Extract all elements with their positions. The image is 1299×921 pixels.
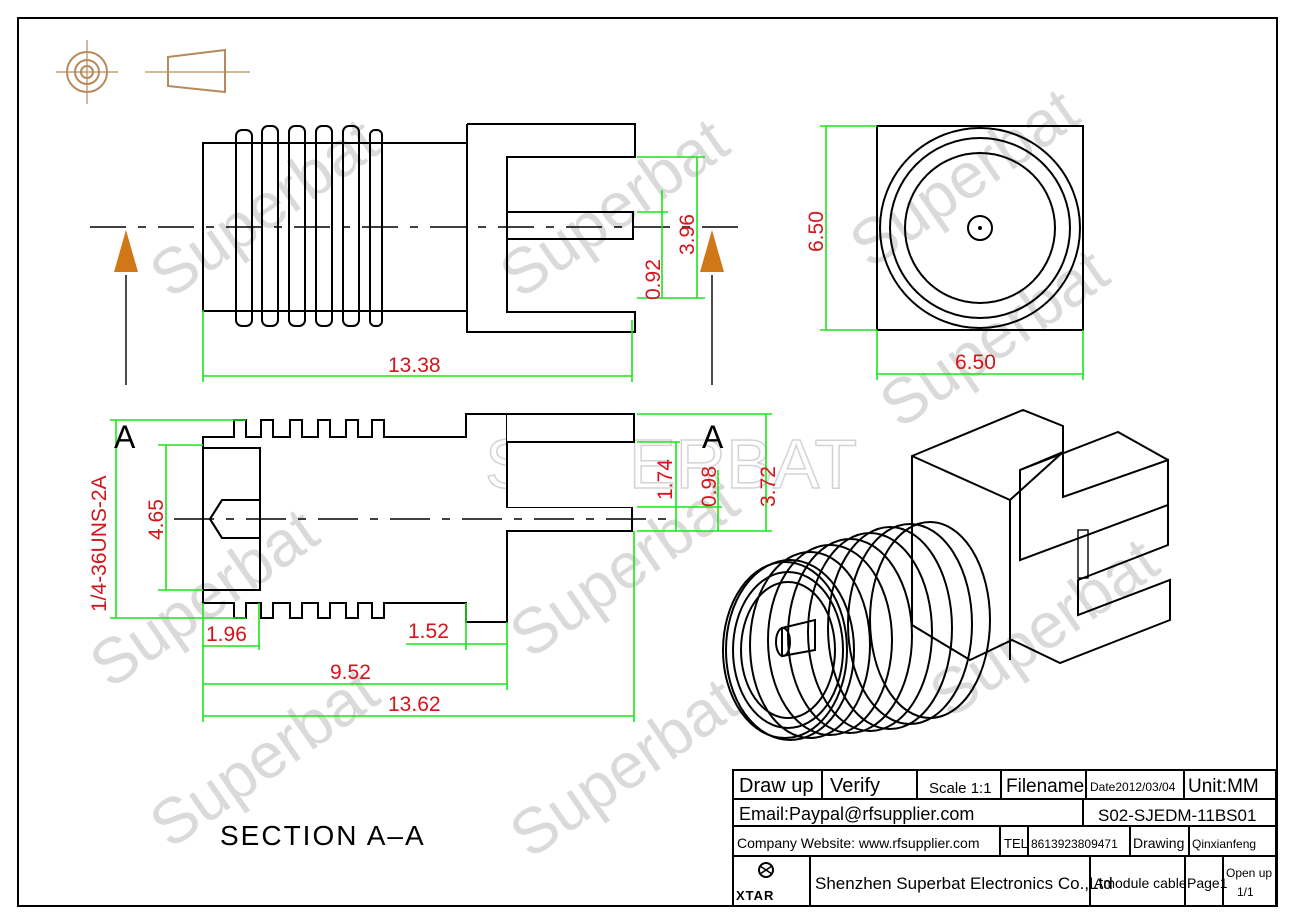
dim-label: 0.92: [642, 259, 665, 300]
sheet-border: [17, 17, 1278, 907]
title-block: Draw up Verify Scale 1:1 Filename Date20…: [732, 769, 1277, 907]
company-name: Shenzhen Superbat Electronics Co.,Ltd: [815, 874, 1113, 893]
drawing-label: Drawing: [1133, 835, 1184, 851]
watermark-text: Superbat: [487, 103, 741, 311]
filename-label: Filename: [1006, 776, 1084, 797]
end-view: 6.50 6.50: [805, 125, 1084, 380]
section-marker: A: [114, 419, 136, 455]
section-arrow-icon: [114, 230, 138, 272]
center-pin: [967, 215, 993, 241]
draw-up-label: Draw up: [739, 775, 813, 797]
tel-label: TEL: [1004, 836, 1028, 851]
section-arrow-icon: [700, 230, 724, 272]
watermark-text: Superbat: [137, 103, 391, 311]
scale-label: Scale 1:1: [929, 780, 992, 797]
watermark-text: Superbat: [497, 663, 751, 871]
section-label: SECTION A–A: [220, 820, 426, 851]
top-view: 13.38 3.96 0.92: [90, 123, 750, 385]
open-up-label: Open up: [1226, 866, 1272, 880]
thread-coils: [235, 125, 383, 327]
dim-label: 3.96: [676, 214, 699, 255]
dim-label: 6.50: [805, 211, 828, 252]
projection-symbol-icon: [56, 40, 250, 104]
dim-label: 13.62: [388, 693, 441, 716]
watermark-text: Superbat: [837, 73, 1091, 281]
drawer-name: Qinxianfeng: [1192, 837, 1256, 851]
square-flange: [876, 125, 1084, 331]
section-view: 1/4-36UNS-2A 4.65 1.74 0.98 3.72 1.96 1.…: [88, 413, 780, 722]
section-marker: A: [702, 419, 724, 455]
page-label: Page1: [1187, 875, 1228, 891]
part-number: S02-SJEDM-11BS01: [1098, 806, 1256, 825]
tel-number: 8613923809471: [1031, 837, 1118, 851]
dim-label: 4.65: [145, 499, 168, 540]
section-body: [202, 413, 633, 623]
dim-label: 3.72: [757, 466, 780, 507]
verify-label: Verify: [830, 775, 880, 797]
center-pin: [506, 211, 634, 240]
unit-label: Unit:MM: [1188, 776, 1259, 797]
dim-label: 9.52: [330, 661, 371, 684]
dim-label: 1/4-36UNS-2A: [88, 475, 111, 612]
flange-body: [466, 123, 636, 333]
website-label: Company Website: www.rfsupplier.com: [737, 835, 980, 851]
dim-label: 1.74: [654, 459, 677, 500]
iso-pin: [781, 618, 816, 658]
dim-label: 1.52: [408, 620, 449, 643]
date-label: Date2012/03/04: [1090, 780, 1176, 794]
product-label: Amodule cable: [1094, 875, 1187, 891]
isometric-view: [722, 408, 1171, 741]
sheet-label: 1/1: [1237, 885, 1254, 899]
brand-label: XTAR: [736, 888, 774, 903]
dim-label: 1.96: [206, 623, 247, 646]
dim-label: 6.50: [955, 351, 996, 374]
iso-thread-rings: [749, 521, 991, 739]
dim-label: 0.98: [698, 466, 721, 507]
xtar-logo-icon: [758, 862, 774, 878]
email-label: Email:Paypal@rfsupplier.com: [739, 804, 974, 824]
dim-label: 13.38: [388, 354, 441, 377]
